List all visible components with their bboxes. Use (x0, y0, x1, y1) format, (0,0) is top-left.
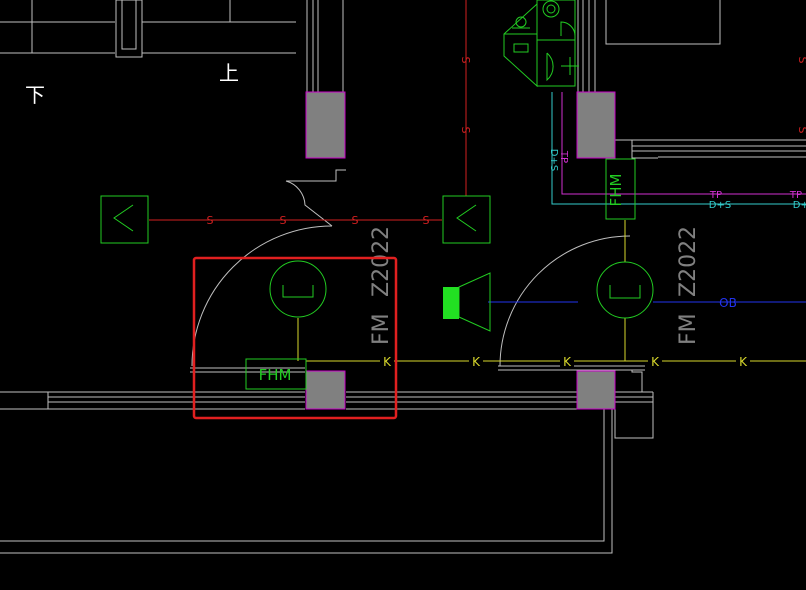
k-marker-5: K (739, 355, 748, 369)
ds-label-2: D+S (793, 200, 806, 211)
k-markers: K K K K K (380, 354, 750, 369)
fhm-box-right (605, 158, 636, 220)
fhm-box-left (245, 358, 307, 390)
speaker-icon (458, 272, 491, 332)
s-marker-right: S (796, 57, 806, 64)
detector-right-icon (596, 261, 654, 319)
s-marker-h3: S (352, 214, 359, 227)
tp-label-1: TP (709, 190, 722, 201)
tp-label-vertical: TP (558, 150, 569, 163)
zone-label-left: Z2022 (369, 226, 394, 297)
selection-highlight-box[interactable] (192, 256, 398, 420)
ds-label-1: D+S (709, 200, 731, 211)
stair-down-label: 下 (25, 83, 45, 107)
tp-ds-labels: TP D+S TP D+S TP D+S (548, 149, 806, 211)
stair-up-label: 上 (219, 61, 239, 85)
s-device-right-icon (442, 195, 491, 244)
zone-label-right: Z2022 (676, 226, 701, 297)
ds-label-vertical: D+S (548, 149, 559, 171)
s-marker-h2: S (280, 214, 287, 227)
s-signal-lines (149, 0, 467, 221)
ob-line: OB (488, 296, 806, 310)
tp-label-2: TP (789, 190, 802, 201)
speaker-fill (443, 287, 459, 319)
fm-label-right: FM (676, 313, 701, 345)
k-marker-4: K (651, 355, 660, 369)
s-device-left-icon (100, 195, 149, 244)
s-marker-right2: S (796, 127, 806, 134)
fhm-label-left: FHM (259, 366, 292, 384)
column-lower-left (305, 370, 346, 410)
zone-labels: FM Z2022 FM Z2022 (369, 226, 701, 345)
s-marker-h4: S (423, 214, 430, 227)
k-marker-1: K (383, 355, 392, 369)
fm-label-left: FM (369, 313, 394, 345)
tp-ds-lines (551, 92, 806, 205)
s-marker-v2: S (459, 127, 472, 134)
k-marker-3: K (563, 355, 572, 369)
detector-left-icon (269, 260, 327, 318)
ob-label: OB (719, 296, 737, 310)
s-markers: S S S S S S S S (207, 57, 806, 227)
fhm-label-right: FHM (607, 174, 625, 207)
top-cluster-icon (503, 0, 579, 88)
column-lower-right (576, 370, 616, 410)
wall-lines (0, 0, 806, 554)
s-marker-v1: S (459, 57, 472, 64)
structural-columns (305, 91, 616, 410)
fhm-labels: FHM FHM (259, 174, 625, 384)
s-marker-h1: S (207, 214, 214, 227)
k-marker-2: K (472, 355, 481, 369)
column-upper-left (305, 91, 346, 159)
devices (100, 0, 654, 390)
stair-labels: 下 上 (25, 61, 239, 107)
column-upper-right (576, 91, 616, 159)
